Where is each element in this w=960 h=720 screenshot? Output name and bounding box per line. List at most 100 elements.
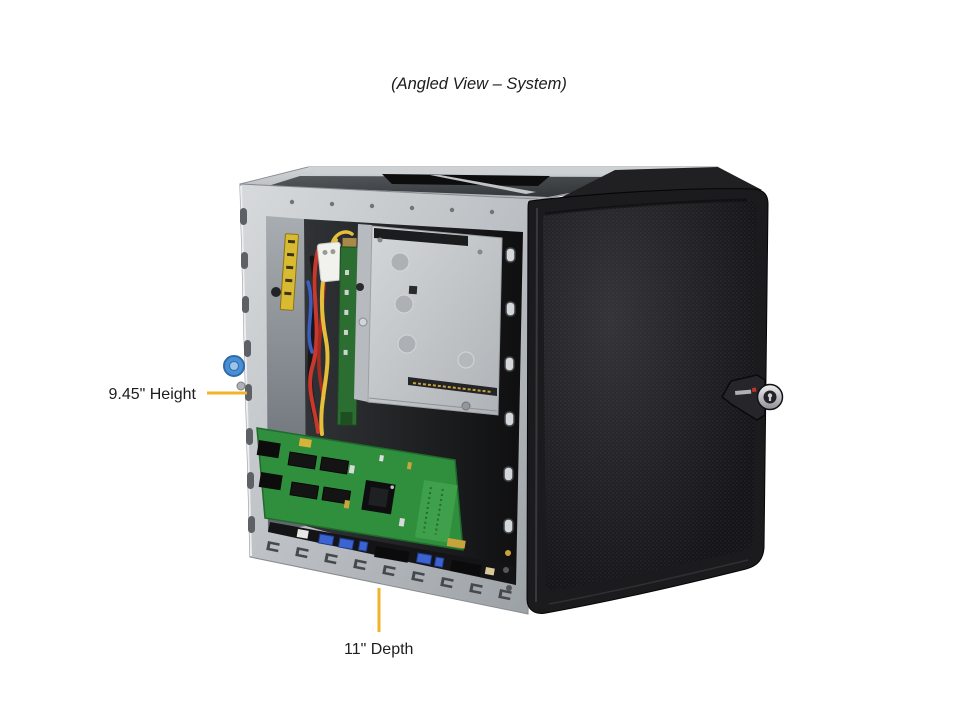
backplane-pad <box>343 329 348 335</box>
backplane-board <box>336 237 360 426</box>
memory-chip <box>287 451 318 470</box>
io-connector <box>374 546 410 563</box>
front-hole <box>503 567 509 573</box>
usb-header <box>415 552 433 565</box>
cage-emboss-hole <box>390 252 410 272</box>
mb-beige-connector <box>484 567 495 576</box>
front-vent-slot <box>503 518 514 534</box>
bezel-lock <box>756 383 784 411</box>
cage-emboss-hole <box>397 334 417 354</box>
card-connector-area <box>414 480 458 543</box>
expansion-slot <box>408 377 497 396</box>
front-bezel <box>526 188 784 614</box>
screw-hole <box>489 209 495 215</box>
chassis-left-edge-highlight <box>240 185 252 557</box>
bezel-top-shadow <box>544 198 748 216</box>
depth-callout-label: 11" Depth <box>344 641 413 658</box>
screw-hole <box>449 207 455 213</box>
backplane-top-connector <box>342 237 357 249</box>
front-vent-slot <box>505 247 516 263</box>
usb-header <box>317 533 335 546</box>
backplane-bottom-connector <box>340 411 353 426</box>
expansion-slot-contacts <box>412 382 493 393</box>
label-marking <box>284 291 292 296</box>
vent-slot <box>246 428 253 445</box>
front-vent-slot <box>504 356 515 372</box>
capacitor <box>348 464 355 474</box>
usb-header <box>357 540 369 552</box>
vent-slot <box>241 252 248 269</box>
lock-badge-label <box>735 389 752 395</box>
bezel-bottom-seam <box>548 559 749 605</box>
front-hole <box>506 585 512 591</box>
card-yellow-part <box>298 437 312 448</box>
molex-pin <box>330 249 336 255</box>
cage-emboss-hole <box>457 351 475 369</box>
screw-hole <box>329 201 335 207</box>
memory-chip <box>289 481 320 500</box>
screw-stud <box>461 401 471 411</box>
chassis-top-interior <box>268 176 655 197</box>
screw-hole <box>289 199 295 205</box>
thumbscrew-stud <box>236 381 246 391</box>
power-cable-blue <box>306 280 314 354</box>
label-marking <box>286 252 295 257</box>
vent-slot <box>247 472 254 489</box>
cage-bottom-fold <box>368 397 498 412</box>
vent-slot <box>244 340 251 357</box>
cage-emboss-hole <box>394 294 414 314</box>
cage-rail-screw <box>358 317 368 327</box>
thumbscrew <box>223 355 246 391</box>
capacitor <box>379 455 384 462</box>
capacitor <box>406 462 412 470</box>
backplane-pad <box>344 309 349 316</box>
io-connector <box>450 559 482 577</box>
figure-title: (Angled View – System) <box>391 75 567 93</box>
capacitor <box>343 499 350 509</box>
cage-top-opening <box>374 228 468 246</box>
label-marking <box>285 278 293 283</box>
mb-white-connector <box>296 529 309 539</box>
vent-slot <box>240 208 247 225</box>
label-marking <box>287 239 296 244</box>
height-callout: 9.45" Height <box>108 386 247 403</box>
backplane-pad <box>344 289 349 296</box>
front-screw-gold <box>505 550 511 556</box>
edge-connector <box>446 538 466 549</box>
lock-badge-red-mark <box>752 387 757 392</box>
screw-hole <box>369 203 375 209</box>
backplane-pad <box>344 269 350 276</box>
front-vent-slot <box>504 411 515 427</box>
bezel-left-frame-highlight <box>535 207 538 603</box>
controller-chip <box>361 480 396 515</box>
cage-screw <box>477 249 483 255</box>
cage-left-rail <box>354 224 372 402</box>
label-marking <box>286 265 294 270</box>
memory-chip <box>319 456 350 475</box>
sff-connector <box>258 471 283 491</box>
server-chassis-illustration <box>223 166 784 615</box>
front-vent-slot <box>503 466 514 482</box>
usb-header <box>433 556 445 568</box>
top-rail-screw-holes <box>289 199 495 215</box>
capacitor <box>398 518 405 527</box>
memory-chip <box>321 486 352 505</box>
sff-connector <box>256 440 281 459</box>
usb-header <box>337 537 355 550</box>
cage-latch <box>356 283 364 291</box>
power-cable-red <box>308 248 320 434</box>
top-cross-rail <box>430 175 536 194</box>
depth-callout: 11" Depth <box>344 588 413 658</box>
cage-square-hole <box>408 285 418 295</box>
height-callout-label: 9.45" Height <box>108 386 196 403</box>
vent-slot <box>242 296 249 313</box>
bezel-sheen <box>543 200 757 591</box>
warning-label <box>279 233 299 311</box>
keyhole-stem <box>768 396 772 401</box>
screw-hole <box>409 205 415 211</box>
cage-screw <box>377 237 383 243</box>
vent-slot <box>248 516 255 533</box>
front-vent-slot <box>505 301 516 317</box>
